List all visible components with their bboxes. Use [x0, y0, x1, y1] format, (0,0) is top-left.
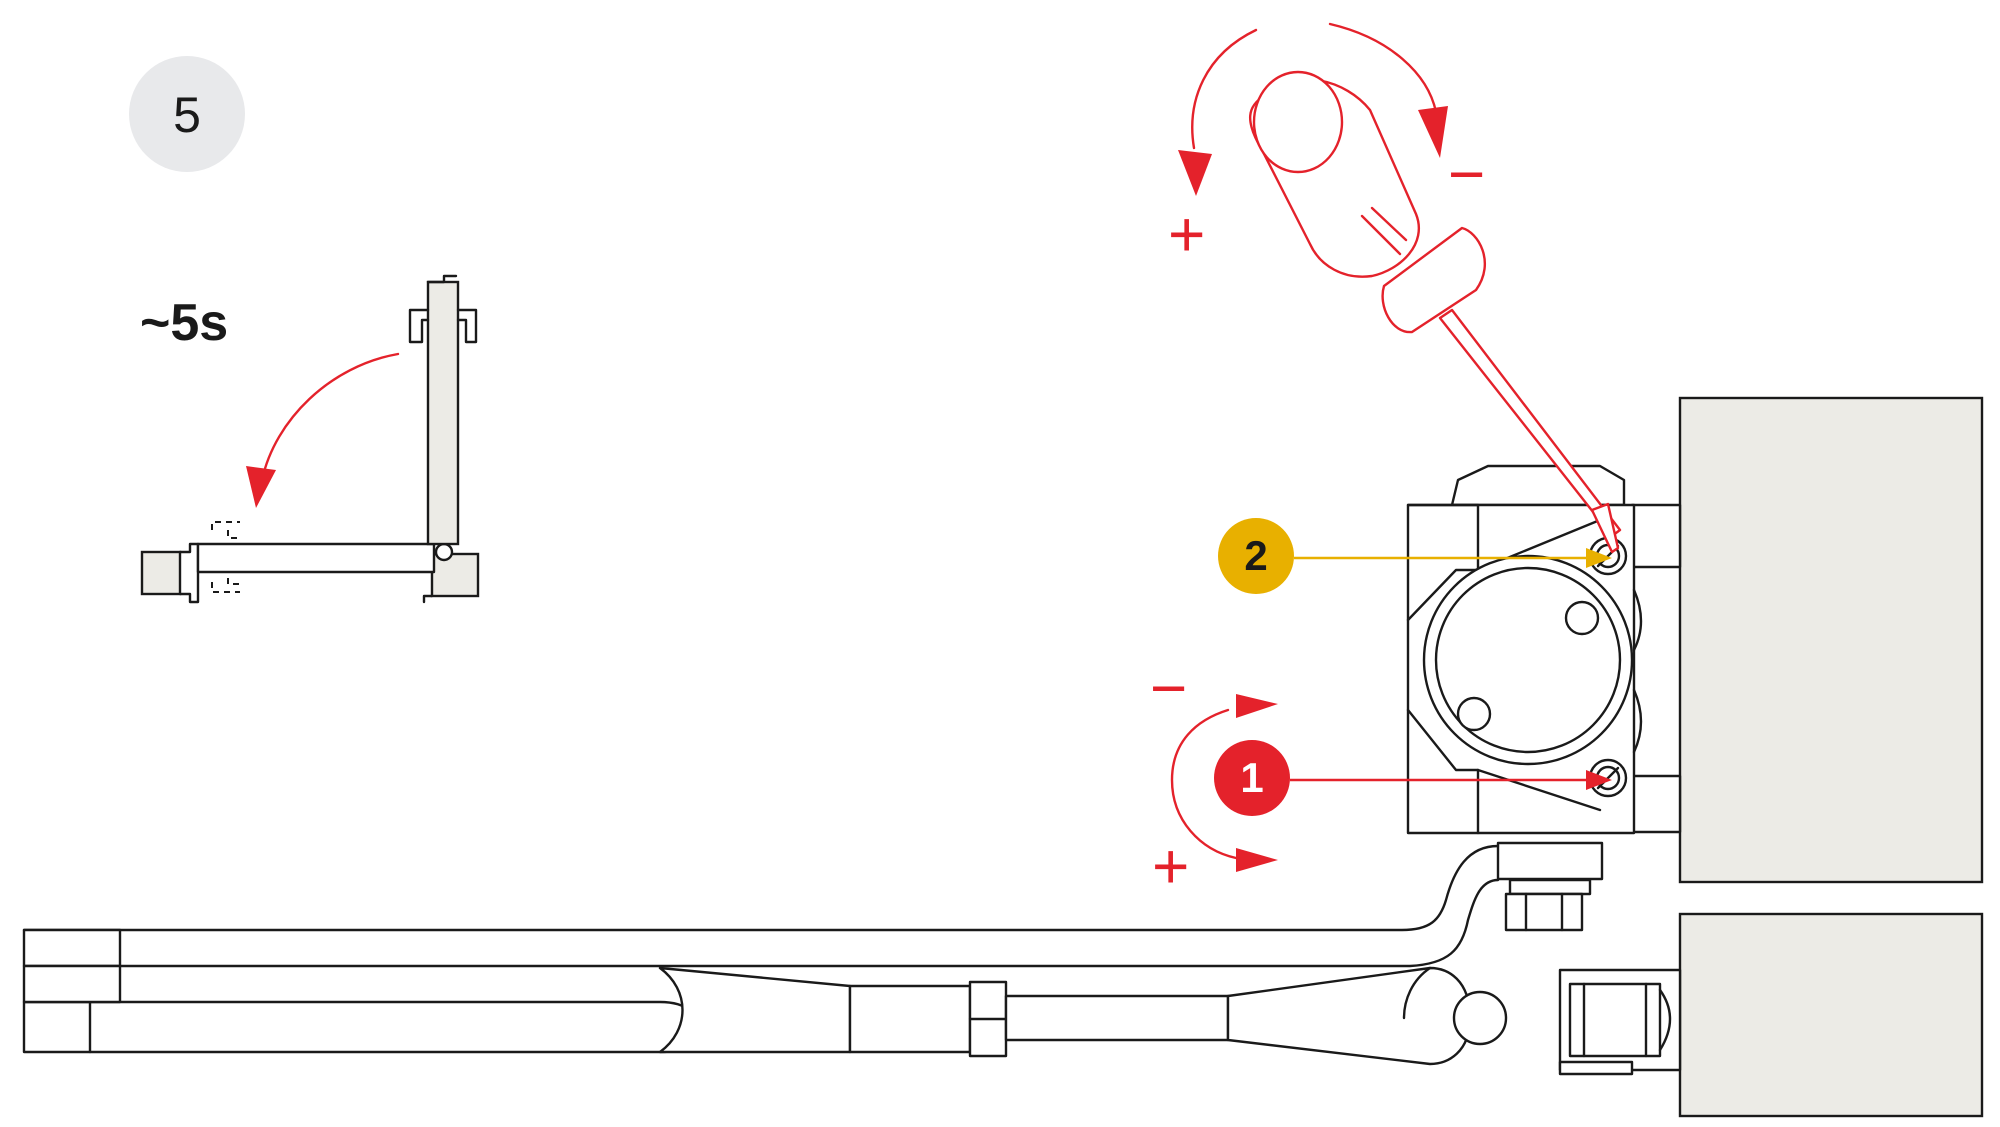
rotation-arrow-icon [1178, 22, 1448, 196]
screwdriver-icon [1248, 70, 1622, 554]
frame-lower [1678, 912, 1984, 1118]
frame-upper [1678, 396, 1984, 884]
door-closer-body [1406, 464, 1682, 835]
screwdriver-minus-sign: − [1448, 138, 1485, 210]
door-plan-view [140, 274, 480, 604]
closing-time-label: ~5s [140, 294, 228, 352]
callout-2-badge [1218, 518, 1294, 594]
door-swing-arrow-icon [260, 352, 400, 482]
closer-arm [22, 841, 1682, 1076]
step-badge: 5 [129, 56, 245, 172]
valve-minus-sign: − [1150, 652, 1187, 724]
callout-2-label: 2 [1244, 532, 1267, 579]
screwdriver-plus-sign: + [1168, 198, 1205, 270]
callout-2: 2 [1218, 518, 1612, 594]
step-number: 5 [173, 87, 201, 143]
valve-plus-sign: + [1152, 830, 1189, 902]
callout-1-label: 1 [1240, 754, 1263, 801]
valve-rotation-arrow-icon [1170, 694, 1278, 872]
callout-1: 1 [1214, 740, 1612, 816]
callout-1-badge [1214, 740, 1290, 816]
